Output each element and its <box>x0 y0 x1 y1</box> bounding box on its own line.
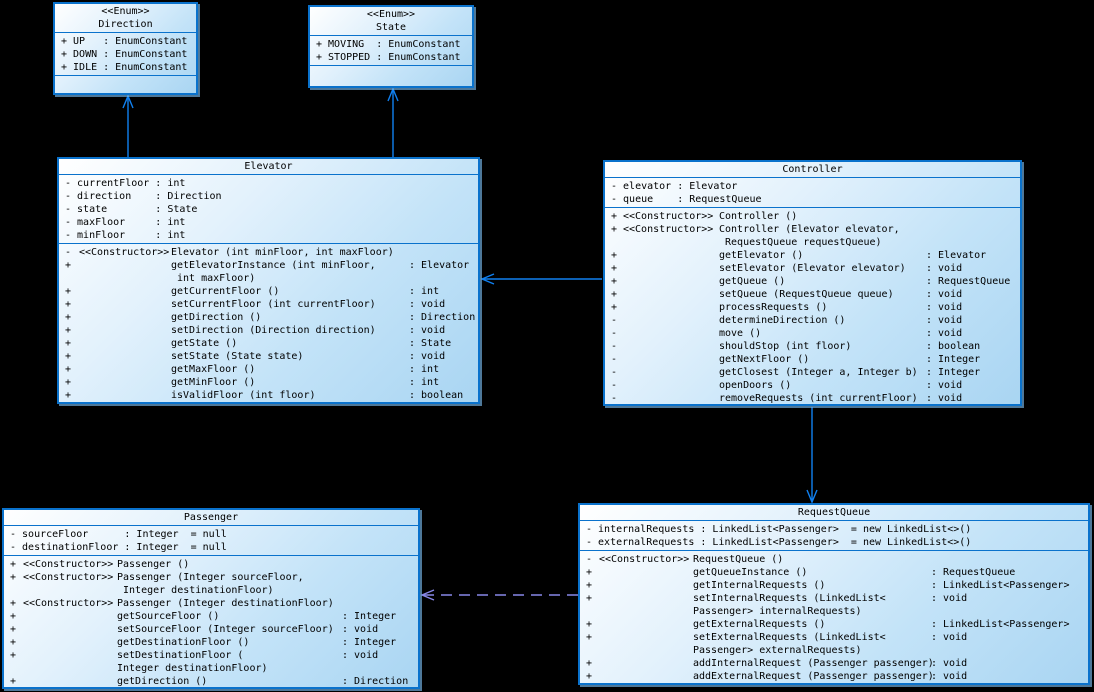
attributes-compartment: - elevator : Elevator - queue : RequestQu… <box>605 177 1020 207</box>
method-row: +getDirection (): Direction <box>65 312 476 323</box>
attribute-row: + IDLE : EnumConstant <box>61 62 188 73</box>
class-elevator[interactable]: Elevator - currentFloor : int - direction… <box>57 157 480 404</box>
method-row: +getQueueInstance (): RequestQueue <box>586 567 1016 578</box>
class-header: RequestQueue <box>580 505 1088 520</box>
attribute-row: + DOWN : EnumConstant <box>61 49 188 60</box>
method-row: +isValidFloor (int floor): boolean <box>65 390 464 401</box>
attributes-compartment: - internalRequests : LinkedList<Passenge… <box>580 520 1088 550</box>
method-row: +addExternalRequest (Passenger passenger… <box>586 671 968 682</box>
empty-methods-compartment <box>55 75 196 93</box>
attribute-row: - internalRequests : LinkedList<Passenge… <box>586 524 972 535</box>
class-name: State <box>375 22 407 33</box>
class-header: <<Enum>> Direction <box>55 4 196 32</box>
method-row: +setSourceFloor (Integer sourceFloor): v… <box>10 624 379 635</box>
method-row: +<<Constructor>>Passenger () <box>10 559 190 570</box>
method-row: -getClosest (Integer a, Integer b): Inte… <box>611 367 981 378</box>
method-row: +setExternalRequests (LinkedList< Passen… <box>586 632 968 656</box>
arrow-controller-to-elevator <box>480 273 602 285</box>
attributes-compartment: - currentFloor : int - direction : Direct… <box>59 174 478 243</box>
attribute-row: - queue : RequestQueue <box>611 194 762 205</box>
class-name: RequestQueue <box>797 507 871 518</box>
attribute-row: + MOVING : EnumConstant <box>316 39 461 50</box>
attribute-row: - sourceFloor : Integer = null <box>10 529 227 540</box>
attribute-row: + UP : EnumConstant <box>61 36 188 47</box>
method-row: -removeRequests (int currentFloor): void <box>611 393 963 404</box>
arrow-elevator-to-state <box>387 87 399 157</box>
method-row: +setInternalRequests (LinkedList< Passen… <box>586 593 968 617</box>
class-state-enum[interactable]: <<Enum>> State + MOVING : EnumConstant+ … <box>308 5 474 88</box>
method-row: +getDirection (): Direction <box>10 676 409 687</box>
class-stereotype: <<Enum>> <box>366 9 416 20</box>
attribute-row: + STOPPED : EnumConstant <box>316 52 461 63</box>
method-row: +<<Constructor>>Controller (Elevator ele… <box>611 224 900 248</box>
method-row: +getDestinationFloor (): Integer <box>10 637 397 648</box>
attribute-row: - maxFloor : int <box>65 217 186 228</box>
class-request-queue[interactable]: RequestQueue - internalRequests : Linked… <box>578 503 1090 685</box>
class-controller[interactable]: Controller - elevator : Elevator - queue … <box>603 160 1022 406</box>
method-row: +setDestinationFloor ( Integer destinati… <box>10 650 379 674</box>
class-passenger[interactable]: Passenger - sourceFloor : Integer = null… <box>2 508 420 689</box>
class-header: <<Enum>> State <box>310 7 472 35</box>
method-row: +getCurrentFloor (): int <box>65 286 440 297</box>
method-row: +getSourceFloor (): Integer <box>10 611 397 622</box>
class-header: Elevator <box>59 159 478 174</box>
attribute-row: - currentFloor : int <box>65 178 186 189</box>
attribute-row: - elevator : Elevator <box>611 181 738 192</box>
methods-compartment: +<<Constructor>>Passenger () +<<Construct… <box>4 555 418 687</box>
method-row: +setElevator (Elevator elevator): void <box>611 263 963 274</box>
arrow-requestqueue-to-passenger <box>420 589 578 601</box>
methods-compartment: -<<Constructor>>RequestQueue () +getQueue… <box>580 550 1088 683</box>
method-row: +<<Constructor>>Controller () <box>611 211 798 222</box>
method-row: +getState (): State <box>65 338 452 349</box>
methods-compartment: +<<Constructor>>Controller () +<<Construc… <box>605 207 1020 404</box>
class-direction-enum[interactable]: <<Enum>> Direction + UP : EnumConstant+ … <box>53 2 198 95</box>
method-row: +getExternalRequests (): LinkedList<Pass… <box>586 619 1070 630</box>
method-row: +getElevator (): Elevator <box>611 250 987 261</box>
method-row: +setQueue (RequestQueue queue): void <box>611 289 963 300</box>
attribute-row: - state : State <box>65 204 198 215</box>
method-row: -openDoors (): void <box>611 380 963 391</box>
method-row: +getQueue (): RequestQueue <box>611 276 1011 287</box>
method-row: -getNextFloor (): Integer <box>611 354 981 365</box>
method-row: +getInternalRequests (): LinkedList<Pass… <box>586 580 1070 591</box>
arrow-controller-to-requestqueue <box>806 407 818 504</box>
method-row: +setState (State state): void <box>65 351 446 362</box>
method-row: +getMaxFloor (): int <box>65 364 440 375</box>
class-name: Controller <box>782 164 843 175</box>
attribute-row: - externalRequests : LinkedList<Passenge… <box>586 537 972 548</box>
method-row: +<<Constructor>>Passenger (Integer desti… <box>10 598 334 609</box>
method-row: +addInternalRequest (Passenger passenger… <box>586 658 968 669</box>
method-row: +getMinFloor (): int <box>65 377 440 388</box>
class-header: Passenger <box>4 510 418 525</box>
class-name: Direction <box>98 19 153 30</box>
method-row: -shouldStop (int floor): boolean <box>611 341 981 352</box>
empty-methods-compartment <box>310 65 472 86</box>
method-row: -<<Constructor>>RequestQueue () <box>586 554 784 565</box>
method-row: -move (): void <box>611 328 963 339</box>
attributes-compartment: + MOVING : EnumConstant + STOPPED : EnumC… <box>310 35 472 65</box>
class-name: Passenger <box>183 512 239 523</box>
method-row: +getElevatorInstance (int minFloor, int … <box>65 260 470 284</box>
class-header: Controller <box>605 162 1020 177</box>
attribute-row: - minFloor : int <box>65 230 186 241</box>
method-row: -<<Constructor>>Elevator (int minFloor, … <box>65 247 394 258</box>
method-row: -determineDirection (): void <box>611 315 963 326</box>
methods-compartment: -<<Constructor>>Elevator (int minFloor, … <box>59 243 478 402</box>
class-stereotype: <<Enum>> <box>101 6 150 17</box>
attribute-row: - destinationFloor : Integer = null <box>10 542 227 553</box>
attributes-compartment: + UP : EnumConstant + DOWN : EnumConstant… <box>55 32 196 75</box>
method-row: +setDirection (Direction direction): voi… <box>65 325 446 336</box>
attribute-row: - direction : Direction <box>65 191 222 202</box>
method-row: +<<Constructor>>Passenger (Integer sourc… <box>10 572 304 596</box>
class-name: Elevator <box>244 161 293 172</box>
arrow-elevator-to-direction <box>122 94 134 157</box>
attributes-compartment: - sourceFloor : Integer = null - destinat… <box>4 525 418 555</box>
method-row: +processRequests (): void <box>611 302 963 313</box>
method-row: +setCurrentFloor (int currentFloor): voi… <box>65 299 446 310</box>
